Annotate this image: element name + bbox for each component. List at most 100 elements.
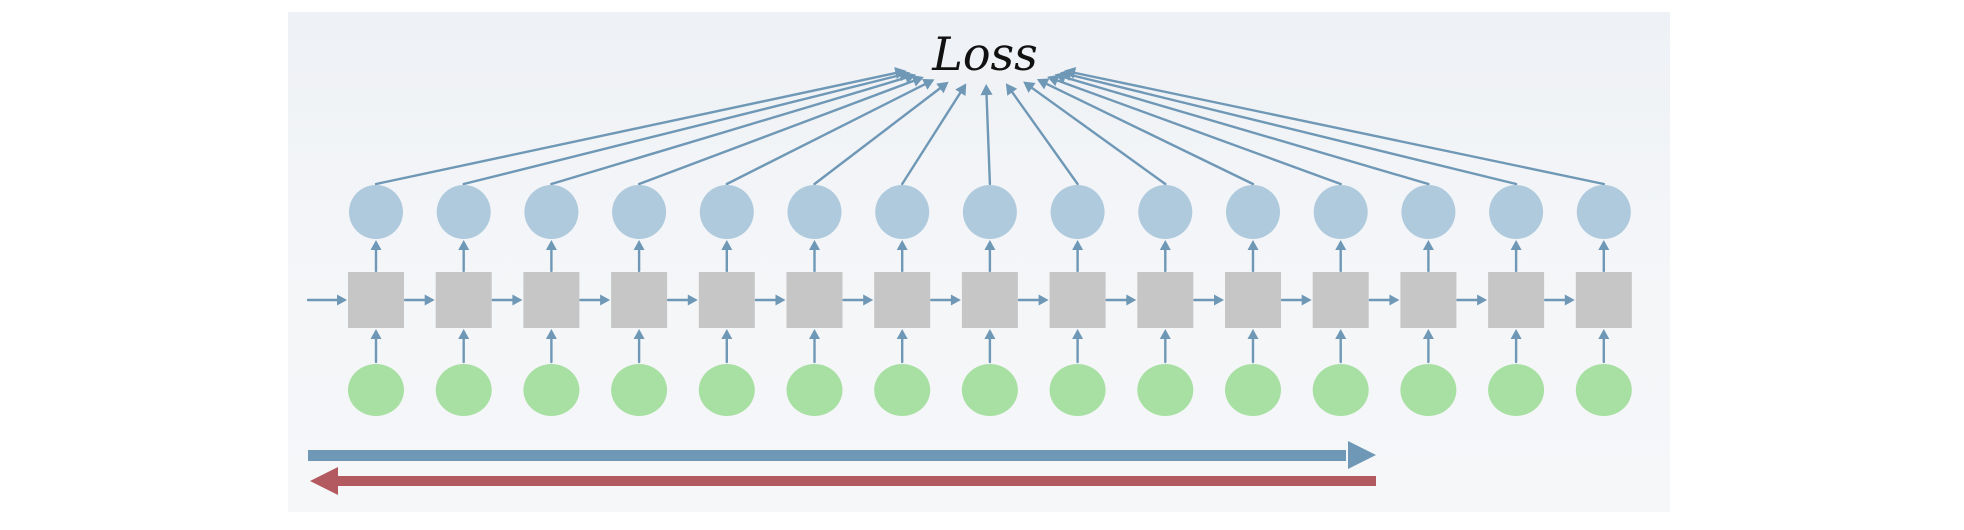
- recurrent-arrow: [754, 294, 786, 306]
- input-to-hidden-arrow: [984, 329, 996, 364]
- recurrent-arrow: [1105, 294, 1137, 306]
- loss-edge-arrow: [1064, 66, 1606, 186]
- input-node: [874, 364, 931, 416]
- loss-edge-arrow: [980, 83, 993, 186]
- input-to-hidden-arrow: [545, 329, 557, 364]
- recurrent-arrow: [306, 294, 347, 306]
- input-node: [348, 364, 404, 416]
- hidden-to-output-arrow: [458, 240, 470, 273]
- hidden-state-box: [348, 272, 404, 328]
- recurrent-arrow: [1193, 294, 1224, 306]
- loss-edge-arrow: [550, 72, 917, 186]
- forward-pass-arrow: [308, 441, 1376, 469]
- input-node: [1312, 364, 1369, 416]
- hidden-state-box: [1575, 272, 1632, 328]
- output-node: [1489, 185, 1544, 239]
- output-node: [349, 185, 403, 239]
- loss-edge-arrow: [1047, 74, 1342, 186]
- input-to-hidden-arrow: [1598, 329, 1610, 364]
- loss-edge-arrow: [901, 83, 967, 186]
- hidden-to-output-arrow: [1247, 240, 1259, 273]
- input-to-hidden-arrow: [721, 329, 733, 364]
- hidden-state-box: [874, 272, 931, 328]
- input-node: [1049, 364, 1106, 416]
- output-node: [436, 185, 491, 239]
- recurrent-arrow: [579, 294, 611, 306]
- input-to-hidden-arrow: [1422, 329, 1434, 364]
- recurrent-arrow: [1456, 294, 1488, 306]
- hidden-to-output-arrow: [1159, 240, 1171, 273]
- diagram-panel: Loss: [288, 12, 1670, 512]
- hidden-to-output-arrow: [1072, 240, 1084, 273]
- hidden-to-output-arrow: [545, 240, 557, 273]
- hidden-to-output-arrow: [1335, 240, 1347, 273]
- output-node: [1138, 185, 1193, 239]
- hidden-chain: [306, 240, 1610, 364]
- hidden-state-box: [1488, 272, 1545, 328]
- hidden-state-box: [961, 272, 1018, 328]
- output-node: [787, 185, 842, 239]
- hidden-to-output-arrow: [896, 240, 908, 273]
- input-to-hidden-arrow: [1247, 329, 1259, 364]
- hidden-state-box: [435, 272, 492, 328]
- hidden-state-box: [786, 272, 843, 328]
- rnn-unrolled-diagram: Loss: [306, 27, 1632, 495]
- hidden-to-output-arrow: [370, 240, 382, 273]
- recurrent-arrow: [666, 294, 698, 306]
- loss-edge-arrow: [725, 78, 935, 186]
- recurrent-arrow: [1543, 294, 1575, 306]
- hidden-to-output-arrow: [984, 240, 996, 273]
- output-node: [1313, 185, 1368, 239]
- recurrent-arrow: [1280, 294, 1312, 306]
- hidden-to-output-arrow: [633, 240, 645, 273]
- input-node: [786, 364, 843, 416]
- input-node: [1400, 364, 1457, 416]
- hidden-to-output-arrow: [1598, 240, 1610, 273]
- hidden-state-box: [1312, 272, 1369, 328]
- hidden-to-output-arrow: [1510, 240, 1522, 273]
- input-node: [1488, 364, 1545, 416]
- hidden-to-output-arrow: [721, 240, 733, 273]
- recurrent-arrow: [930, 294, 961, 306]
- loss-label: Loss: [931, 27, 1037, 81]
- loss-edge-arrow: [1036, 78, 1255, 186]
- input-node: [523, 364, 580, 416]
- input-to-hidden-arrow: [370, 329, 382, 364]
- loss-edge-arrow: [637, 75, 924, 186]
- output-node: [1050, 185, 1105, 239]
- recurrent-arrow: [491, 294, 523, 306]
- output-node: [875, 185, 930, 239]
- input-to-hidden-arrow: [1335, 329, 1347, 364]
- loss-edge-arrow: [1060, 69, 1518, 186]
- input-to-hidden-arrow: [809, 329, 820, 364]
- output-node: [1401, 185, 1456, 239]
- output-node: [1576, 185, 1631, 239]
- output-node: [699, 185, 754, 239]
- input-node: [961, 364, 1018, 416]
- hidden-state-box: [1400, 272, 1457, 328]
- output-node: [524, 185, 579, 239]
- input-node: [1137, 364, 1194, 416]
- input-node: [1575, 364, 1632, 416]
- hidden-state-box: [1225, 272, 1281, 328]
- output-node: [1226, 185, 1280, 239]
- input-node: [611, 364, 668, 416]
- hidden-to-output-arrow: [809, 240, 820, 273]
- loss-edge-arrow: [1054, 71, 1430, 186]
- input-to-hidden-arrow: [896, 329, 908, 364]
- output-node: [612, 185, 667, 239]
- loss-edge-arrow: [813, 81, 949, 186]
- pass-arrows: [308, 441, 1376, 495]
- input-to-hidden-arrow: [1159, 329, 1171, 364]
- loss-edges: [374, 66, 1606, 186]
- recurrent-arrow: [1017, 294, 1049, 306]
- loss-edge-arrow: [374, 67, 907, 186]
- loss-edge-arrow: [1005, 83, 1079, 186]
- input-node: [698, 364, 755, 416]
- input-to-hidden-arrow: [458, 329, 470, 364]
- input-node: [435, 364, 492, 416]
- hidden-state-box: [611, 272, 668, 328]
- input-node: [1225, 364, 1281, 416]
- hidden-state-box: [698, 272, 755, 328]
- hidden-to-output-arrow: [1422, 240, 1434, 273]
